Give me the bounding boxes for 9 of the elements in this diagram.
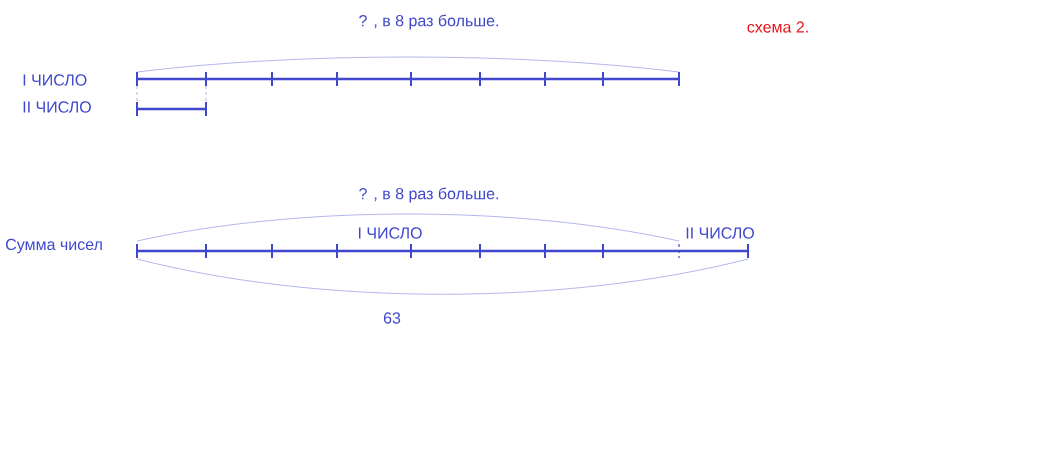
- label: Сумма чисел: [6, 238, 102, 254]
- label: I ЧИСЛО: [358, 227, 422, 239]
- label: 63: [383, 312, 401, 324]
- label: II ЧИСЛО: [23, 101, 91, 113]
- label: схема 2.: [747, 21, 808, 33]
- label: II ЧИСЛО: [686, 227, 754, 239]
- label: I ЧИСЛО: [23, 74, 87, 86]
- label: ? , в 8 раз больше.: [359, 187, 498, 203]
- label: ? , в 8 раз больше.: [359, 14, 498, 30]
